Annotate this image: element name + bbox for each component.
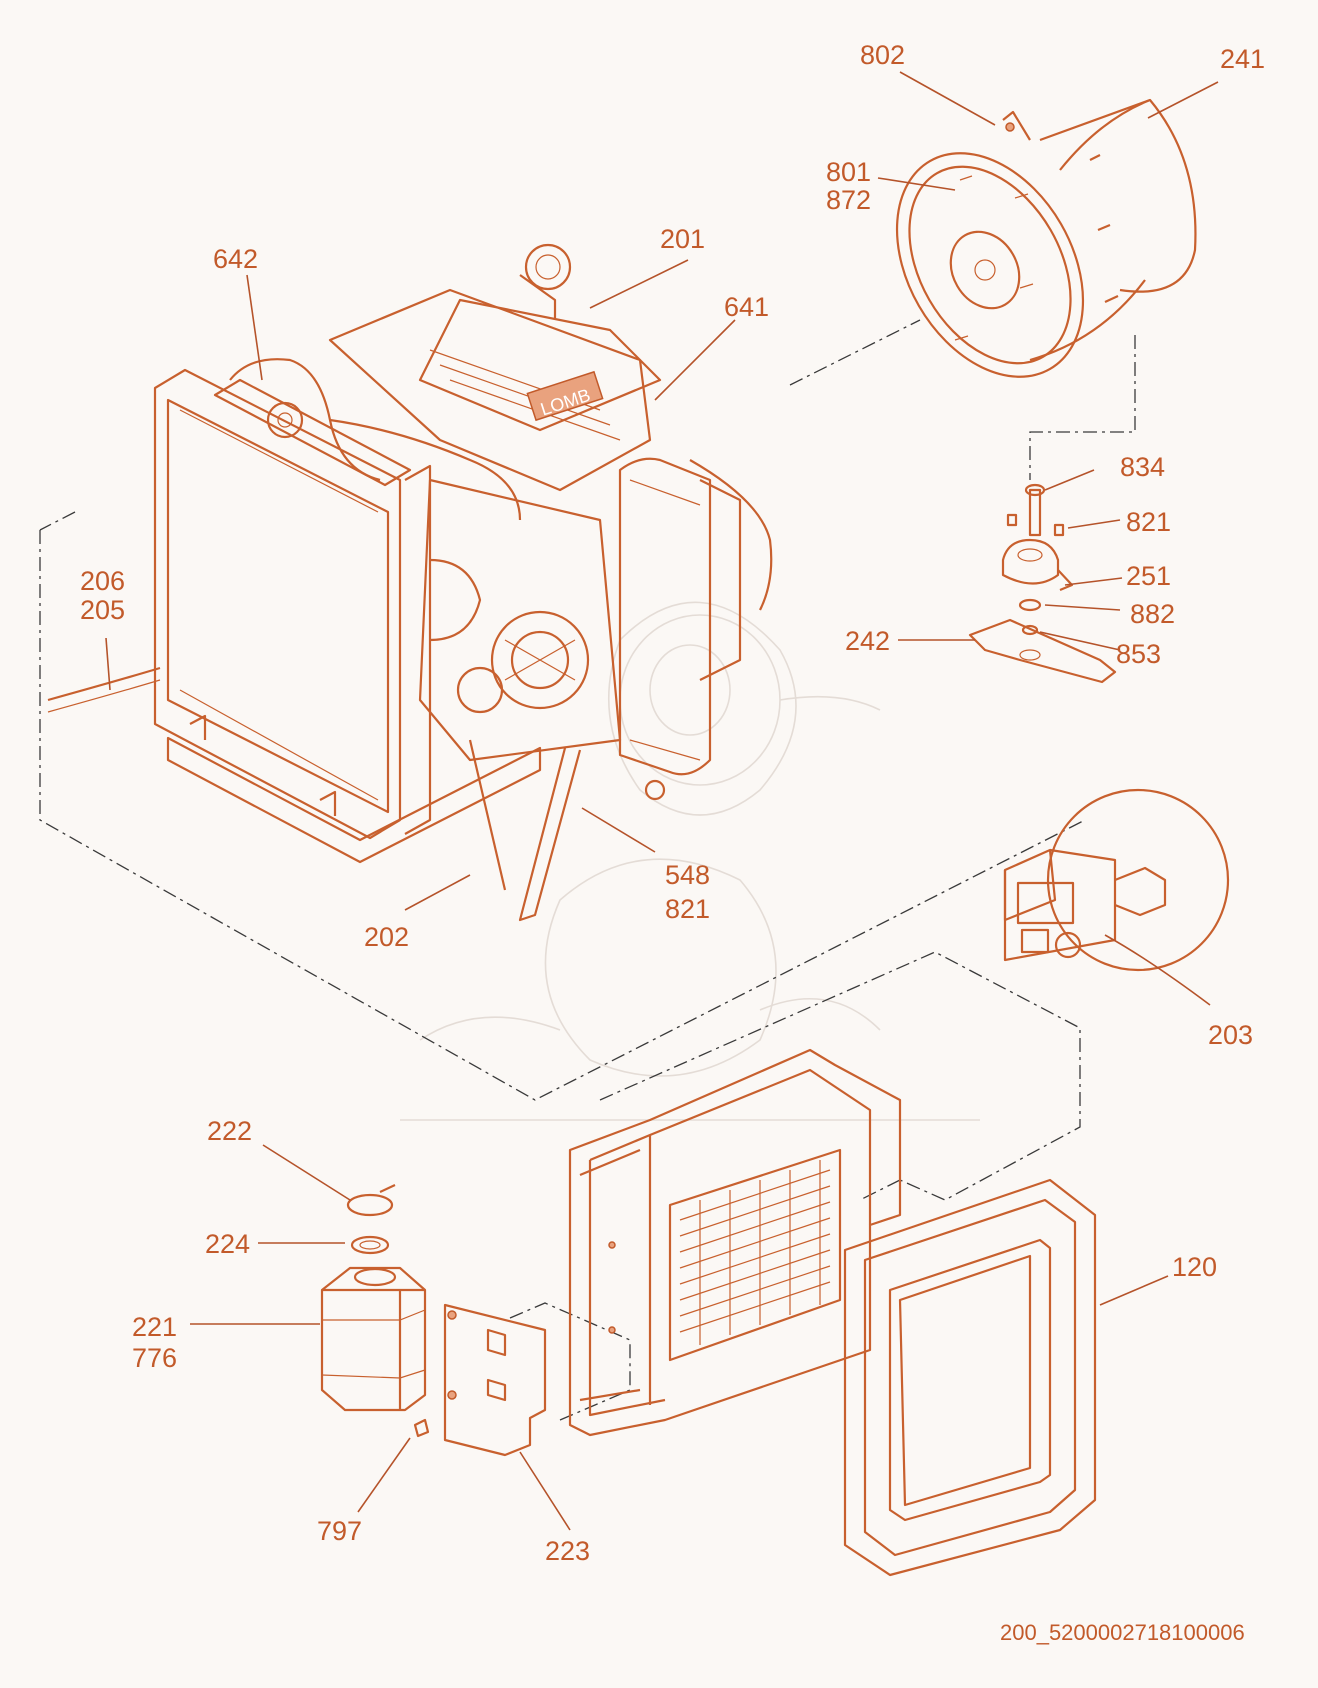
- leader-lines: [105, 71, 1219, 1531]
- label-242: 242: [845, 626, 890, 656]
- flywheel-housing: [895, 98, 1197, 378]
- label-821-strut: 821: [665, 894, 710, 924]
- label-223: 223: [545, 1536, 590, 1566]
- assembly-centerlines: [39, 319, 1136, 1421]
- coolant-tank: [320, 1184, 547, 1457]
- label-801: 801: [826, 157, 871, 187]
- grille-slats: [679, 1160, 831, 1345]
- label-821-mount: 821: [1126, 507, 1171, 537]
- label-802: 802: [860, 40, 905, 70]
- label-203: 203: [1208, 1020, 1253, 1050]
- label-882: 882: [1130, 599, 1175, 629]
- label-776: 776: [132, 1343, 177, 1373]
- part-labels: 802 241 801 872 201 642 641 834 821 251 …: [80, 40, 1265, 1566]
- control-panel: [1003, 788, 1230, 972]
- label-853: 853: [1116, 639, 1161, 669]
- label-642: 642: [213, 244, 258, 274]
- label-241: 241: [1220, 44, 1265, 74]
- grille-frame: [568, 1048, 902, 1437]
- label-205: 205: [80, 595, 125, 625]
- label-834: 834: [1120, 452, 1165, 482]
- label-251: 251: [1126, 561, 1171, 591]
- label-222: 222: [207, 1116, 252, 1146]
- label-548: 548: [665, 860, 710, 890]
- label-872: 872: [826, 185, 871, 215]
- label-224: 224: [205, 1229, 250, 1259]
- front-frame: [843, 1178, 1097, 1577]
- label-221: 221: [132, 1312, 177, 1342]
- label-120: 120: [1172, 1252, 1217, 1282]
- label-201: 201: [660, 224, 705, 254]
- label-641: 641: [724, 292, 769, 322]
- engine-mount: [968, 483, 1117, 684]
- drawing-code: 200_5200002718100006: [1000, 1620, 1245, 1645]
- engine-assembly: LOMB: [47, 243, 773, 922]
- label-202: 202: [364, 922, 409, 952]
- label-206: 206: [80, 566, 125, 596]
- label-797: 797: [317, 1516, 362, 1546]
- watermark-mascot: [400, 601, 980, 1121]
